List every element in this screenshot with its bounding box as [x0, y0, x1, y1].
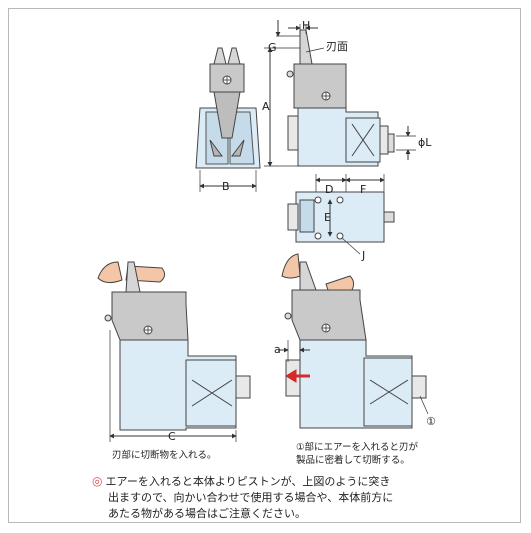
- dim-e-label: E: [324, 211, 331, 224]
- caution-line1: エアーを入れると本体よりピストンが、上図のように突き: [105, 475, 391, 488]
- blade-face-label: 刃面: [326, 40, 348, 53]
- dim-h-label: H: [302, 19, 311, 32]
- marker-1-label: ①: [426, 415, 436, 428]
- caution-line2: 出ますので、向かい合わせで使用する場合や、本体前方に: [108, 491, 394, 505]
- dim-small-a-label: a: [274, 343, 281, 356]
- top-view: [287, 174, 395, 255]
- side-view: [264, 20, 416, 167]
- dim-j-label: J: [362, 249, 366, 262]
- dim-d-label: D: [325, 183, 334, 196]
- left-caption: 刃部に切断物を入れる。: [112, 450, 217, 461]
- front-view: [195, 47, 261, 192]
- right-caption-line2: 製品に密着して切断する。: [296, 454, 410, 466]
- right-caption-line1: ①部にエアーを入れると刃が: [296, 442, 418, 453]
- caution-note: ◎エアーを入れると本体よりピストンが、上図のように突き 出ますので、向かい合わせ…: [92, 473, 452, 522]
- caution-mark-icon: ◎: [92, 474, 103, 488]
- dim-a-label: A: [262, 100, 270, 113]
- dim-g-label: G: [268, 41, 277, 54]
- figure-frame: [8, 8, 521, 523]
- dim-b-label: B: [222, 180, 230, 193]
- dim-f-label: F: [360, 183, 367, 196]
- right-caption: ①部にエアーを入れると刃が 製品に密着して切断する。: [296, 442, 418, 468]
- dim-c-label: C: [168, 430, 176, 443]
- caution-line3: あたる物がある場合はご注意ください。: [108, 507, 306, 521]
- dim-l-label: ϕL: [418, 136, 432, 149]
- side-view-after-cut: [278, 253, 429, 429]
- side-view-before-cut: [97, 261, 251, 442]
